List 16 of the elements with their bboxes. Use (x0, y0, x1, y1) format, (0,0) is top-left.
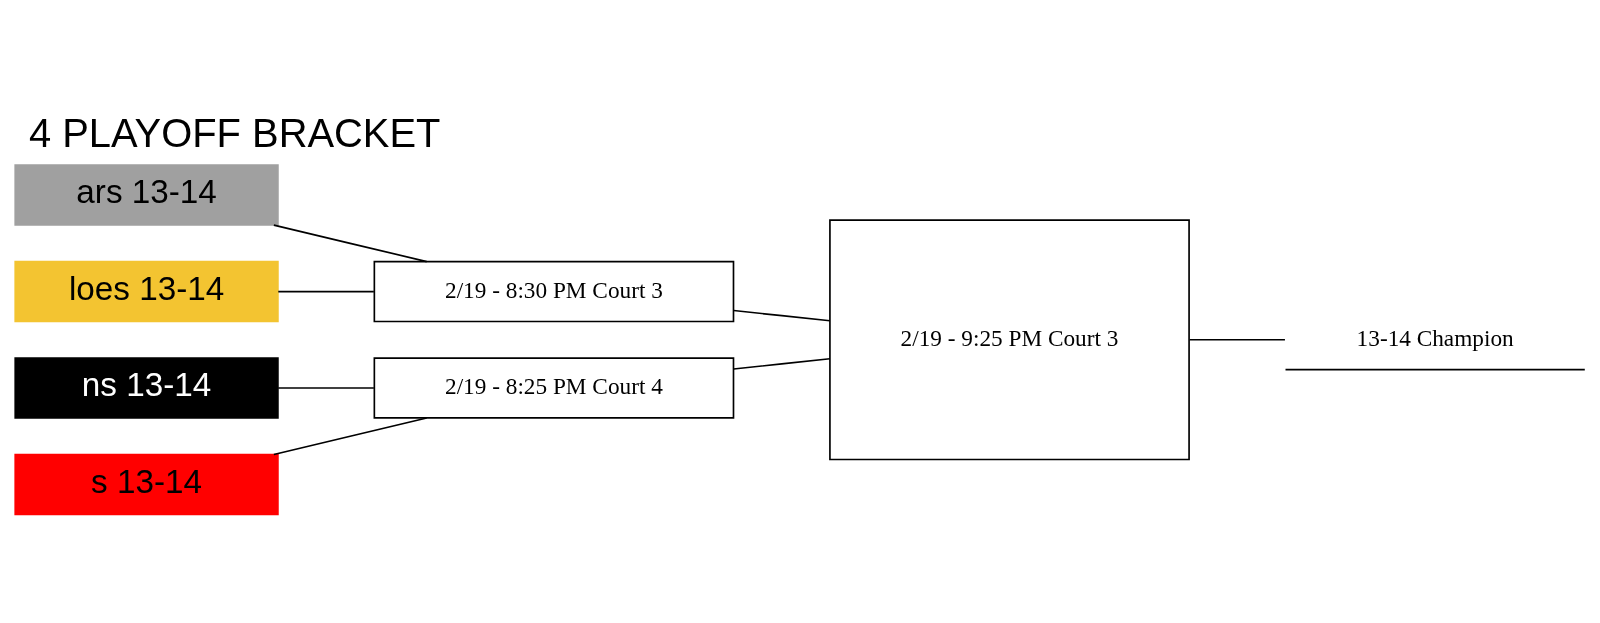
node-box: s 13-14 (14, 453, 279, 516)
node-box: 2/19 - 9:25 PM Court 3 (829, 219, 1190, 461)
diagram-title: 4 PLAYOFF BRACKET (28, 111, 441, 156)
node-box: 2/19 - 8:25 PM Court 4 (373, 357, 735, 419)
connector (732, 357, 831, 370)
connector (732, 309, 831, 322)
node-box: loes 13-14 (14, 260, 279, 323)
connector (277, 290, 375, 293)
connector (277, 387, 375, 389)
node-box: ars 13-14 (14, 164, 279, 226)
node-box: 2/19 - 8:30 PM Court 3 (373, 260, 735, 323)
node-text: 13-14 Champion (1356, 324, 1514, 351)
node-box: ns 13-14 (14, 357, 279, 419)
connector (273, 224, 428, 263)
connector (273, 417, 428, 456)
connector (1188, 338, 1286, 341)
